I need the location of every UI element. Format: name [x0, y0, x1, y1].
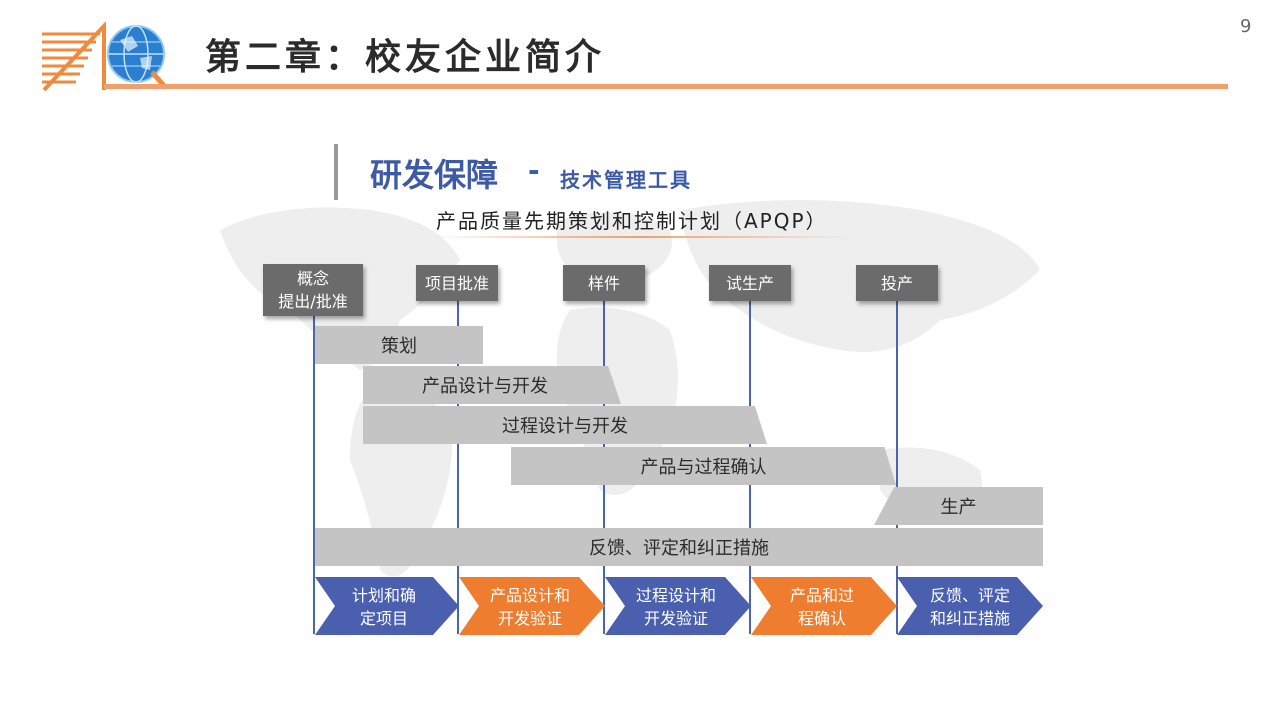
- step-chevron-1: [315, 577, 459, 635]
- phase-bar-planning: 策划: [315, 326, 483, 364]
- step-label-1: 计划和确 定项目: [330, 583, 438, 631]
- phase-label: 过程设计与开发: [502, 416, 628, 437]
- phase-bar-process-design: 过程设计与开发: [363, 406, 767, 444]
- chevron-shape: [315, 577, 459, 635]
- milestone-label: 试生产: [725, 273, 774, 293]
- globe-icon: [107, 25, 165, 83]
- page-number: 9: [1240, 16, 1252, 37]
- step-chevron-4: [751, 577, 897, 635]
- section-bar: [334, 144, 338, 200]
- title-underline: [104, 84, 1228, 89]
- diagram-title: 产品质量先期策划和控制计划（APQP）: [436, 209, 828, 233]
- step-label-5: 反馈、评定 和纠正措施: [912, 583, 1028, 631]
- milestone-prototype: 样件: [563, 265, 645, 301]
- milestone-project-approval: 项目批准: [416, 265, 498, 301]
- phase-label: 策划: [381, 336, 417, 357]
- step-label-line: 反馈、评定: [929, 586, 1010, 605]
- step-label-line: 程确认: [797, 609, 846, 628]
- step-label-line: 计划和确: [351, 586, 416, 605]
- milestone-label: 提出/批准: [278, 292, 348, 311]
- milestone-line: [457, 300, 459, 634]
- chevron-shape: [751, 577, 897, 635]
- phase-bar-production: 生产: [874, 487, 1043, 525]
- phase-label: 产品设计与开发: [422, 376, 548, 397]
- step-label-line: 产品设计和: [489, 586, 570, 605]
- section-title: 研发保障: [370, 156, 499, 194]
- chevron-shape: [897, 577, 1043, 635]
- aq-logo-icon: [42, 22, 168, 92]
- step-chevron-3: [605, 577, 751, 635]
- step-label-4: 产品和过 程确认: [766, 583, 878, 631]
- phase-label: 产品与过程确认: [640, 457, 767, 478]
- milestone-label: 项目批准: [424, 273, 489, 293]
- step-chevron-5: [897, 577, 1043, 635]
- step-label-2: 产品设计和 开发验证: [474, 583, 586, 631]
- page-title: 第二章：校友企业简介: [205, 37, 606, 78]
- milestone-line: [896, 300, 898, 634]
- phase-bar-validation: 产品与过程确认: [511, 447, 896, 485]
- milestone-label: 概念: [296, 269, 329, 288]
- step-label-line: 产品和过: [789, 586, 854, 605]
- milestone-label: 样件: [587, 273, 620, 293]
- milestone-launch: 投产: [856, 265, 938, 301]
- milestone-line: [313, 300, 315, 634]
- step-label-3: 过程设计和 开发验证: [620, 583, 732, 631]
- diagram-title-underline: [432, 236, 852, 238]
- section-subtitle: 技术管理工具: [560, 168, 692, 192]
- step-label-line: 开发验证: [643, 609, 708, 628]
- section-dash: -: [528, 154, 540, 187]
- phase-bar-feedback: 反馈、评定和纠正措施: [315, 528, 1043, 566]
- step-label-line: 和纠正措施: [929, 609, 1010, 628]
- chevron-shape: [605, 577, 751, 635]
- step-chevron-2: [459, 577, 605, 635]
- phase-label: 反馈、评定和纠正措施: [589, 538, 769, 559]
- chevron-shape: [459, 577, 605, 635]
- phase-label: 生产: [940, 497, 977, 518]
- milestone-concept: 概念 提出/批准: [263, 264, 363, 316]
- step-label-line: 开发验证: [497, 609, 562, 628]
- phase-bar-product-design: 产品设计与开发: [363, 366, 621, 404]
- milestone-label: 投产: [880, 273, 913, 293]
- milestone-pilot: 试生产: [709, 265, 791, 301]
- step-label-line: 定项目: [359, 609, 408, 628]
- step-label-line: 过程设计和: [635, 586, 716, 605]
